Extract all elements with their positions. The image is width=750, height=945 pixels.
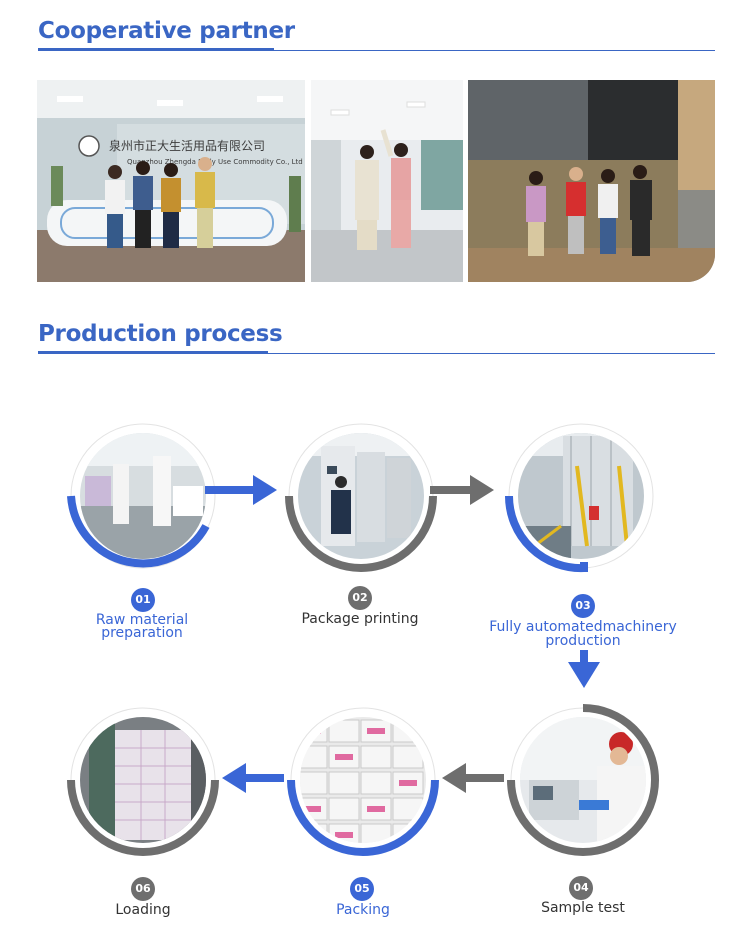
- step-05-packing: [273, 690, 453, 870]
- arrow-right-icon: [205, 475, 277, 505]
- step-03-automated-production: [491, 406, 671, 586]
- arrow-down-icon: [580, 562, 588, 572]
- office-sign-text: 泉州市正大生活用品有限公司: [109, 138, 265, 153]
- title-underline: [38, 48, 274, 51]
- step-label-line1: Loading: [115, 902, 171, 918]
- production-process-title: Production process: [38, 321, 283, 347]
- cooperative-partner-title: Cooperative partner: [38, 18, 295, 44]
- step-01-raw-material: [53, 406, 233, 586]
- step-label-line1: Raw material: [95, 612, 189, 628]
- arrow-down-icon: [568, 650, 600, 688]
- step-badge: 04: [569, 876, 593, 900]
- step-badge: 03: [571, 594, 595, 618]
- step-badge: 05: [350, 877, 374, 901]
- step-label-line1: Package printing: [301, 611, 419, 627]
- arrow-left-icon: [442, 763, 504, 793]
- step-badge: 06: [131, 877, 155, 901]
- step-02-package-printing: [271, 406, 451, 586]
- arrow-right-icon: [430, 475, 494, 505]
- step-06-loading: [53, 690, 233, 870]
- step-label-line1: Packing: [336, 902, 390, 918]
- step-label-line2: preparation: [101, 625, 183, 641]
- step-badge: 01: [131, 588, 155, 612]
- step-label-line1: Sample test: [541, 900, 625, 916]
- title-rule: [274, 50, 715, 51]
- photo-factory-handshake: [311, 80, 463, 282]
- photo-warehouse-visit: [468, 80, 715, 282]
- step-04-sample-test: [493, 690, 673, 870]
- title-underline: [38, 351, 268, 354]
- step-label-line2: production: [545, 633, 621, 649]
- office-sign-en-text: Quanzhou Zhengda Daily Use Commodity Co.…: [127, 158, 303, 166]
- arrow-left-icon: [222, 763, 284, 793]
- step-label-line1: Fully automatedmachinery: [489, 619, 677, 635]
- step-badge: 02: [348, 586, 372, 610]
- photo-office-visit: 泉州市正大生活用品有限公司 Quanzhou Zhengda Daily Use…: [37, 80, 305, 282]
- title-rule: [268, 353, 715, 354]
